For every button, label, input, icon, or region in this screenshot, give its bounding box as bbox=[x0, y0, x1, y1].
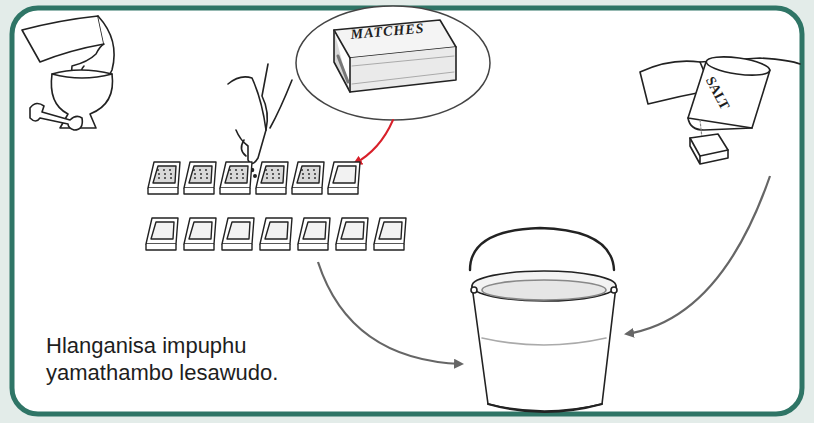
matchbox-tray bbox=[374, 218, 406, 250]
red-pointer-arrow bbox=[354, 120, 393, 164]
matchbox-tray bbox=[336, 218, 368, 250]
mortar-hand bbox=[22, 16, 114, 130]
caption: Hlanganisa impuphu yamathambo lesawudo. bbox=[46, 332, 301, 386]
bucket bbox=[470, 228, 617, 412]
matchbox-tray bbox=[328, 162, 360, 194]
matchbox-tray bbox=[222, 218, 254, 250]
salt-can bbox=[640, 54, 800, 164]
matchbox-tray bbox=[256, 162, 288, 194]
matchbox-tray bbox=[184, 218, 216, 250]
matchbox-tray bbox=[298, 218, 330, 250]
matchbox-tray bbox=[220, 162, 252, 194]
matchbox-tray bbox=[260, 218, 292, 250]
matchbox-callout bbox=[296, 6, 490, 120]
panel bbox=[12, 8, 802, 414]
flow-arrow bbox=[626, 176, 770, 334]
pestle bbox=[30, 103, 82, 130]
matchbox-tray bbox=[184, 162, 216, 194]
matchbox-tray bbox=[146, 218, 178, 250]
matchbox-tray bbox=[292, 162, 324, 194]
flow-arrow bbox=[318, 262, 462, 364]
matchbox-tray bbox=[148, 162, 180, 194]
pinching-hand bbox=[228, 64, 292, 177]
